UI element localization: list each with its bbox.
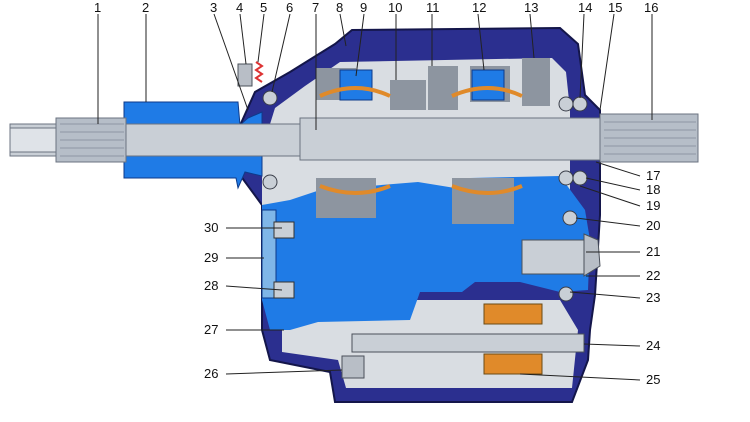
input-shaft-tip: [9, 127, 57, 153]
callout-23: 23: [646, 290, 660, 305]
spring: [254, 61, 264, 83]
callout-26: 26: [204, 366, 218, 381]
reverse-gear-bearing: [483, 353, 543, 375]
idler-gear-bearing: [483, 303, 543, 325]
callout-30: 30: [204, 220, 218, 235]
callout-19: 19: [646, 198, 660, 213]
callout-12: 12: [472, 0, 486, 15]
synchro-ring-1: [319, 86, 391, 98]
callout-29: 29: [204, 250, 218, 265]
callout-2: 2: [142, 0, 149, 15]
callout-14: 14: [578, 0, 592, 15]
synchro-ring-2: [451, 86, 523, 98]
callout-11: 11: [426, 0, 440, 15]
callout-18: 18: [646, 182, 660, 197]
callout-13: 13: [524, 0, 538, 15]
callout-6: 6: [286, 0, 293, 15]
callout-4: 4: [236, 0, 243, 15]
callout-27: 27: [204, 322, 218, 337]
front-cover: [261, 209, 277, 299]
callout-24: 24: [646, 338, 660, 353]
callout-20: 20: [646, 218, 660, 233]
callout-16: 16: [644, 0, 658, 15]
front-bearing-top: [273, 221, 295, 239]
rear-cap: [583, 233, 601, 277]
callout-22: 22: [646, 268, 660, 283]
front-bearing-bottom: [273, 281, 295, 299]
gear-block-lower-2: [452, 178, 514, 224]
callout-25: 25: [646, 372, 660, 387]
callout-17: 17: [646, 168, 660, 183]
callout-15: 15: [608, 0, 622, 15]
ball-bearings: [262, 90, 588, 302]
callout-1: 1: [94, 0, 101, 15]
callout-7: 7: [312, 0, 319, 15]
gear-block-2: [390, 80, 426, 110]
gear-block-lower-1: [316, 178, 376, 218]
gear-block-5: [522, 58, 550, 106]
spline-lines: [60, 121, 696, 157]
drain-plug: [341, 355, 365, 379]
mounting-bolt: [237, 63, 253, 87]
callout-5: 5: [260, 0, 267, 15]
intermediate-nut: [521, 239, 585, 275]
callout-8: 8: [336, 0, 343, 15]
leader-lines: [97, 13, 653, 381]
callout-28: 28: [204, 278, 218, 293]
callout-10: 10: [388, 0, 402, 15]
synchro-ring-4: [451, 184, 523, 195]
synchro-ring-3: [319, 184, 391, 195]
callout-9: 9: [360, 0, 367, 15]
callout-21: 21: [646, 244, 660, 259]
gear-block-3: [428, 66, 458, 110]
reverse-idler-shaft: [351, 333, 585, 353]
callout-3: 3: [210, 0, 217, 15]
synchro-hub-2: [471, 69, 505, 101]
